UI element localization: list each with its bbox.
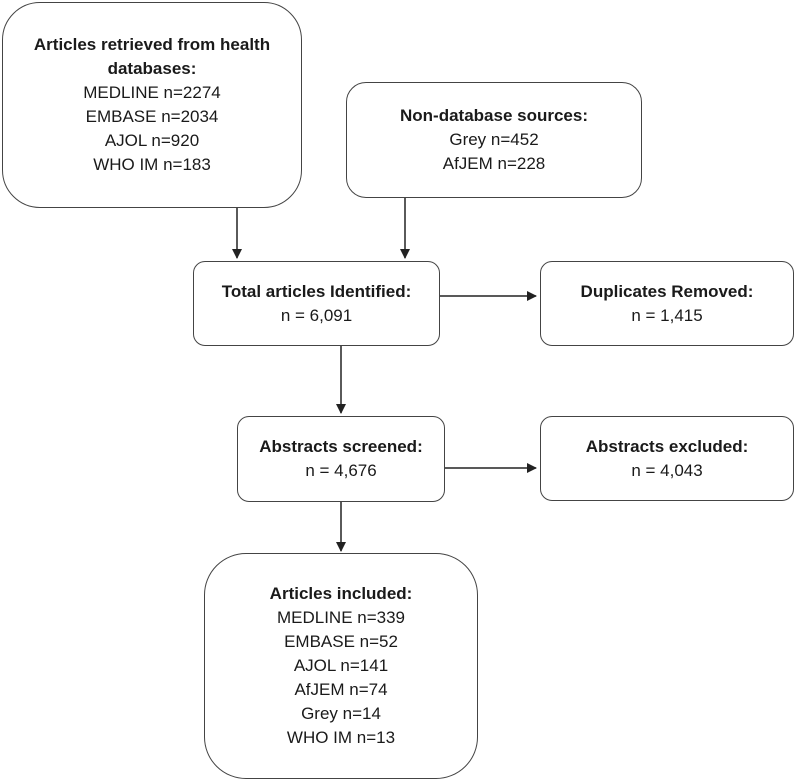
total-identified-title: Total articles Identified: bbox=[221, 281, 412, 301]
abstracts-excluded-count: n = 4,043 bbox=[631, 460, 703, 480]
health-databases-box: Articles retrieved from health databases… bbox=[2, 2, 302, 208]
abstracts-excluded-box: Abstracts excluded: n = 4,043 bbox=[540, 416, 794, 501]
duplicates-removed-title: Duplicates Removed: bbox=[580, 281, 754, 301]
non-database-line: Grey n=452 bbox=[449, 130, 539, 149]
non-database-title: Non-database sources: bbox=[400, 106, 588, 125]
health-databases-line: AJOL n=920 bbox=[104, 131, 200, 150]
total-identified-count: n = 6,091 bbox=[280, 305, 353, 325]
abstracts-screened-box: Abstracts screened: n = 4,676 bbox=[237, 416, 445, 502]
health-databases-line: WHO IM n=183 bbox=[93, 155, 211, 174]
articles-included-line: MEDLINE n=339 bbox=[276, 608, 406, 627]
articles-included-line: AJOL n=141 bbox=[293, 656, 389, 675]
health-databases-line: MEDLINE n=2274 bbox=[83, 83, 221, 102]
non-database-box: Non-database sources: Grey n=452 AfJEM n… bbox=[346, 82, 642, 198]
abstracts-screened-count: n = 4,676 bbox=[305, 461, 377, 480]
non-database-line: AfJEM n=228 bbox=[442, 154, 546, 173]
articles-included-box: Articles included: MEDLINE n=339 EMBASE … bbox=[204, 553, 478, 779]
articles-included-line: Grey n=14 bbox=[301, 704, 381, 723]
duplicates-removed-box: Duplicates Removed: n = 1,415 bbox=[540, 261, 794, 346]
articles-included-line: WHO IM n=13 bbox=[286, 728, 396, 747]
articles-included-line: AfJEM n=74 bbox=[294, 680, 388, 699]
health-databases-title: Articles retrieved from health databases… bbox=[33, 35, 271, 78]
total-identified-box: Total articles Identified: n = 6,091 bbox=[193, 261, 440, 346]
abstracts-screened-title: Abstracts screened: bbox=[259, 437, 423, 456]
duplicates-removed-count: n = 1,415 bbox=[631, 305, 703, 325]
articles-included-line: EMBASE n=52 bbox=[284, 632, 398, 651]
abstracts-excluded-title: Abstracts excluded: bbox=[585, 436, 749, 456]
articles-included-title: Articles included: bbox=[269, 584, 413, 603]
health-databases-line: EMBASE n=2034 bbox=[85, 107, 219, 126]
